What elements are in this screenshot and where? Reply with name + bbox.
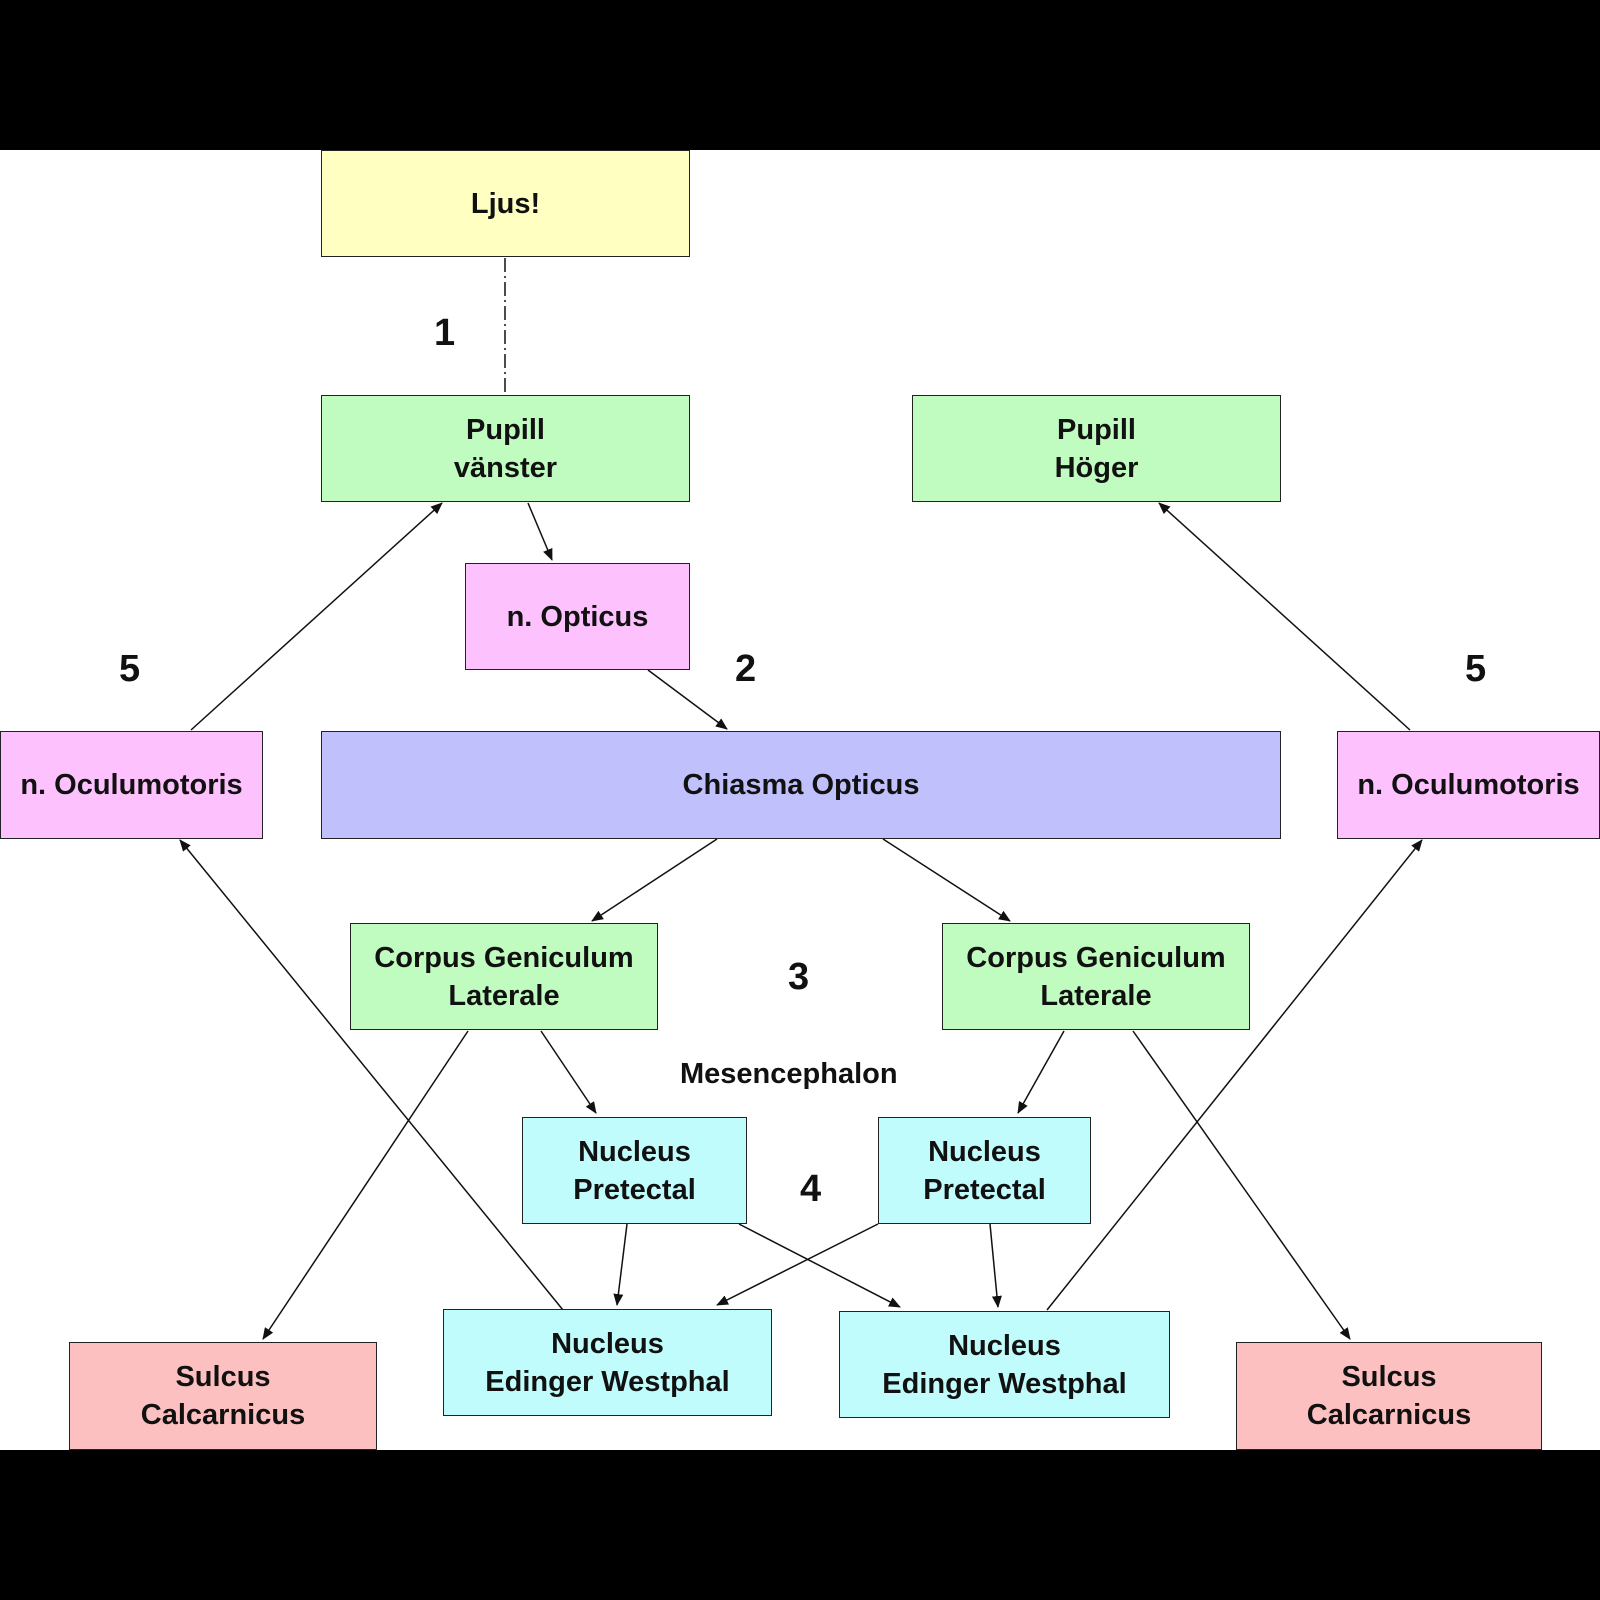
node-ew-left-line2: Edinger Westphal xyxy=(485,1365,730,1398)
node-pretectal-right: Nucleus Pretectal xyxy=(878,1117,1091,1224)
step-label-1: 1 xyxy=(434,312,456,354)
node-sulcus-left: Sulcus Calcarnicus xyxy=(69,1342,377,1450)
node-pretectal-left-line2: Pretectal xyxy=(573,1173,696,1206)
node-oculomotoris-right-label: n. Oculumotoris xyxy=(1357,769,1580,801)
node-oculomotoris-left: n. Oculumotoris xyxy=(0,731,263,839)
edge-pretectal-left-ew-left xyxy=(613,1223,628,1306)
node-pupill-right-line2: Höger xyxy=(1054,451,1139,484)
edge-opticus-chiasma xyxy=(647,669,728,730)
edge-cgl-left-sulcus-left xyxy=(262,1030,469,1340)
node-ew-left: Nucleus Edinger Westphal xyxy=(443,1309,772,1416)
edge-cgl-right-sulcus-right xyxy=(1132,1030,1351,1340)
edge-ew-right-oculomotoris-right xyxy=(1046,839,1423,1311)
mesencephalon-label: Mesencephalon xyxy=(680,1058,898,1090)
node-sulcus-right: Sulcus Calcarnicus xyxy=(1236,1342,1542,1450)
node-cgl-left: Corpus Geniculum Laterale xyxy=(350,923,658,1030)
node-cgl-right-line1: Corpus Geniculum xyxy=(966,941,1226,974)
edge-oculomotoris-right-pupill-right xyxy=(1158,502,1411,731)
edge-pretectal-left-ew-right xyxy=(738,1223,901,1308)
node-n-opticus-label: n. Opticus xyxy=(506,600,649,633)
node-n-opticus: n. Opticus xyxy=(465,563,690,670)
node-ew-right-line2: Edinger Westphal xyxy=(882,1367,1127,1400)
node-cgl-right-line2: Laterale xyxy=(1040,979,1152,1012)
node-ljus-label: Ljus! xyxy=(470,187,541,220)
edge-cgl-left-pretectal-left xyxy=(540,1030,597,1114)
node-ew-right: Nucleus Edinger Westphal xyxy=(839,1311,1170,1418)
node-sulcus-left-line1: Sulcus xyxy=(175,1361,271,1393)
node-sulcus-right-line1: Sulcus xyxy=(1341,1361,1437,1393)
node-pupill-left: Pupill vänster xyxy=(321,395,690,502)
node-ljus: Ljus! xyxy=(321,150,690,257)
node-pretectal-right-line1: Nucleus xyxy=(928,1135,1041,1168)
step-label-4: 4 xyxy=(800,1168,822,1210)
node-oculomotoris-right: n. Oculumotoris xyxy=(1337,731,1600,839)
node-pupill-right-line1: Pupill xyxy=(1057,413,1136,446)
edge-chiasma-cgl-right xyxy=(882,838,1011,922)
step-label-5-left: 5 xyxy=(119,648,141,690)
node-pretectal-left: Nucleus Pretectal xyxy=(522,1117,747,1224)
edge-cgl-right-pretectal-right xyxy=(1017,1030,1065,1114)
node-chiasma-opticus: Chiasma Opticus xyxy=(321,731,1281,839)
node-sulcus-right-line2: Calcarnicus xyxy=(1306,1399,1472,1431)
step-label-2: 2 xyxy=(735,648,757,690)
node-pupill-left-line1: Pupill xyxy=(466,413,545,446)
step-label-3: 3 xyxy=(788,956,810,998)
edge-ew-left-oculomotoris-left xyxy=(179,839,564,1311)
node-ew-left-line1: Nucleus xyxy=(551,1327,664,1360)
edge-pretectal-right-ew-left xyxy=(716,1223,879,1306)
node-sulcus-left-line2: Calcarnicus xyxy=(140,1399,306,1431)
node-pupill-right: Pupill Höger xyxy=(912,395,1281,502)
edge-oculomotoris-left-pupill-left xyxy=(190,502,443,731)
node-ew-right-line1: Nucleus xyxy=(948,1329,1061,1362)
node-chiasma-opticus-label: Chiasma Opticus xyxy=(682,769,920,801)
edge-chiasma-cgl-left xyxy=(591,838,718,922)
edge-pretectal-right-ew-right xyxy=(989,1223,1002,1308)
edge-pupill-left-opticus xyxy=(527,502,553,561)
node-oculomotoris-left-label: n. Oculumotoris xyxy=(20,769,243,801)
node-cgl-left-line1: Corpus Geniculum xyxy=(374,941,634,974)
node-pretectal-left-line1: Nucleus xyxy=(578,1135,691,1168)
node-cgl-right: Corpus Geniculum Laterale xyxy=(942,923,1250,1030)
step-label-5-right: 5 xyxy=(1465,648,1487,690)
node-cgl-left-line2: Laterale xyxy=(448,979,560,1012)
node-pretectal-right-line2: Pretectal xyxy=(923,1173,1046,1206)
node-pupill-left-line2: vänster xyxy=(453,451,558,484)
